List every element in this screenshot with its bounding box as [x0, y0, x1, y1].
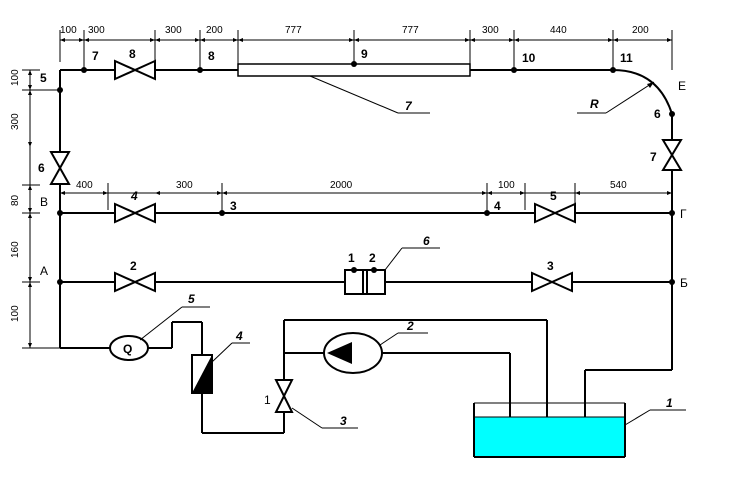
pipe-network: [59, 63, 673, 440]
valve-6-label: 6: [38, 161, 45, 175]
tank-label: 1: [666, 396, 673, 410]
dim-top-777a: 777: [285, 25, 302, 36]
valve-main-label: 3: [340, 414, 347, 428]
valve-4-label: 4: [130, 189, 138, 203]
point-1-label: 1: [348, 251, 355, 265]
tank: [473, 402, 626, 458]
valve-5[interactable]: 5: [534, 189, 576, 224]
dim-mid-100: 100: [498, 180, 515, 191]
dim-top-200a: 200: [206, 25, 223, 36]
valve-7[interactable]: 7: [650, 139, 683, 171]
heat-tube-label: 7: [405, 99, 413, 113]
point-2-label: 2: [369, 251, 376, 265]
dim-left-100a: 100: [10, 69, 21, 86]
dim-top-440: 440: [550, 25, 567, 36]
pump-label: 2: [406, 319, 414, 333]
dim-top-300a: 300: [88, 25, 105, 36]
dim-left-160: 160: [10, 241, 21, 258]
component-leaders: 7 R 6 5 4 2 3 1: [139, 75, 686, 429]
node-g-label: Г: [680, 207, 687, 221]
valve-8-label: 8: [129, 47, 136, 61]
point-3-label: 3: [230, 199, 237, 213]
dim-left-80: 80: [10, 194, 21, 206]
dim-top-300c: 300: [482, 25, 499, 36]
dim-mid-540: 540: [610, 180, 627, 191]
tank-water: [474, 417, 624, 457]
dim-top-777b: 777: [402, 25, 419, 36]
node-a-label: А: [40, 264, 48, 278]
valve-1[interactable]: 1: [264, 379, 294, 413]
point-4-label: 4: [494, 199, 501, 213]
valve-3[interactable]: 3: [531, 259, 573, 293]
point-8-label: 8: [208, 49, 215, 63]
top-dimension-chain: 100 300 300 200 777 777 300 440 200: [59, 25, 673, 70]
dim-left-100b: 100: [10, 305, 21, 322]
node-b-label: Б: [680, 276, 688, 290]
point-9-label: 9: [361, 47, 368, 61]
dim-mid-2000: 2000: [330, 180, 353, 191]
point-5-label: 5: [40, 71, 47, 85]
valve-8[interactable]: 8: [114, 47, 156, 81]
flowmeter: Q: [109, 335, 149, 361]
node-e-label: Е: [678, 79, 686, 93]
rotameter-label: 4: [235, 329, 243, 343]
pump: [323, 332, 383, 374]
dim-mid-400: 400: [76, 180, 93, 191]
valve-2-label: 2: [130, 259, 137, 273]
measurement-points: [57, 61, 675, 285]
valve-3-label: 3: [547, 259, 554, 273]
radius-label: R: [590, 97, 599, 111]
valve-2[interactable]: 2: [114, 259, 156, 293]
node-v-label: В: [40, 195, 48, 209]
point-11-label: 11: [620, 51, 633, 65]
point-10-label: 10: [522, 51, 536, 65]
diaphragm-label: 6: [423, 234, 430, 248]
valve-1-label: 1: [264, 393, 271, 407]
point-7-label: 7: [92, 49, 99, 63]
valve-7-label: 7: [650, 150, 657, 164]
valve-5-label: 5: [550, 189, 557, 203]
point-6-right-label: 6: [654, 107, 661, 121]
diaphragm: [344, 269, 386, 295]
valve-6[interactable]: 6: [38, 151, 71, 185]
rotameter: [191, 354, 213, 394]
flowmeter-label: 5: [188, 292, 195, 306]
dim-top-200b: 200: [632, 25, 649, 36]
valve-4[interactable]: 4: [114, 189, 156, 224]
flow-symbol: Q: [123, 342, 132, 356]
dim-top-300b: 300: [165, 25, 182, 36]
dim-mid-300: 300: [176, 180, 193, 191]
dim-left-300: 300: [10, 113, 21, 130]
left-dimension-chain: 100 300 80 160 100: [10, 69, 60, 349]
dim-top-100: 100: [60, 25, 77, 36]
